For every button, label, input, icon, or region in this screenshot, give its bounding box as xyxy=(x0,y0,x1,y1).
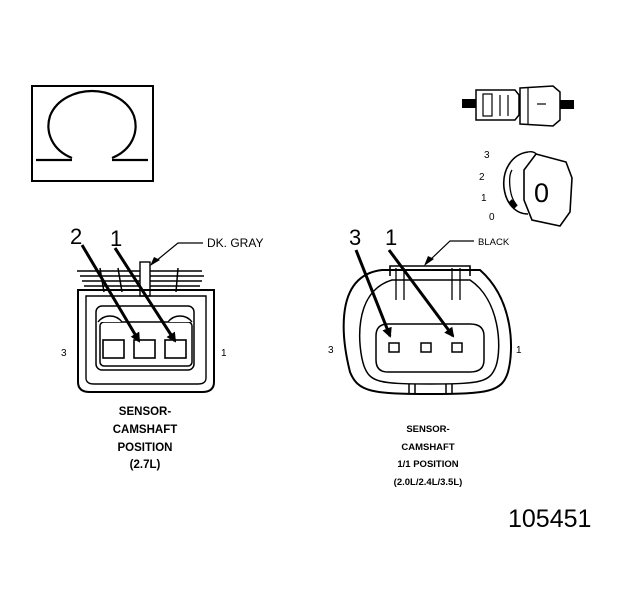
wire-color-label: DK. GRAY xyxy=(207,236,263,250)
view-scale-label: 0 xyxy=(489,212,495,223)
side-pin-label: 1 xyxy=(221,348,227,359)
caption-line: SENSOR- xyxy=(118,406,172,418)
pin-callout-2: 2 xyxy=(70,224,82,249)
terminal-3 xyxy=(102,339,125,359)
left-connector-caption: SENSOR- CAMSHAFT POSITION (2.7L) xyxy=(85,404,205,475)
caption-line: POSITION xyxy=(117,441,173,454)
right-connector: 3 1 3 1 BLACK xyxy=(328,225,522,396)
pin-callout-1: 1 xyxy=(385,225,397,250)
figure-number: 105451 xyxy=(508,505,592,533)
wire-leader xyxy=(155,242,203,262)
wire-leader xyxy=(429,240,474,261)
side-pin-label: 3 xyxy=(328,345,334,356)
side-pin-label: 1 xyxy=(516,345,522,356)
view-scale-label: 3 xyxy=(484,150,490,161)
terminal-2 xyxy=(133,339,156,359)
pin-callout-1: 1 xyxy=(110,226,122,251)
view-scale-label: 2 xyxy=(479,172,485,183)
left-connector: 2 1 3 1 DK. GRAY xyxy=(61,224,263,393)
legend-box xyxy=(31,85,154,182)
connector-pair-icon xyxy=(462,85,574,127)
omega-symbol-icon xyxy=(36,89,148,162)
side-pin-label: 3 xyxy=(61,348,67,359)
terminal-2 xyxy=(420,342,432,353)
caption-line: (2.0L/2.4L/3.5L) xyxy=(393,476,463,488)
callout-arrow xyxy=(387,249,455,338)
view-indicator-icon: 3 2 1 0 0 xyxy=(479,150,573,227)
view-scale-label: 1 xyxy=(481,193,487,204)
view-large-digit: 0 xyxy=(534,178,549,208)
caption-line: CAMSHAFT xyxy=(112,423,178,436)
pin-callout-3: 3 xyxy=(349,225,361,250)
right-connector-caption: SENSOR- CAMSHAFT 1/1 POSITION (2.0L/2.4L… xyxy=(358,421,498,491)
wire-color-label: BLACK xyxy=(478,237,510,248)
terminal-1 xyxy=(451,342,463,353)
caption-line: SENSOR- xyxy=(406,424,450,435)
caption-line: (2.7L) xyxy=(129,459,161,472)
callout-arrow xyxy=(80,244,141,343)
terminal-1 xyxy=(164,339,187,359)
callout-arrow xyxy=(354,249,392,338)
terminal-3 xyxy=(388,342,400,353)
callout-arrow xyxy=(113,247,177,343)
caption-line: CAMSHAFT xyxy=(401,441,455,453)
caption-line: 1/1 POSITION xyxy=(397,459,459,471)
